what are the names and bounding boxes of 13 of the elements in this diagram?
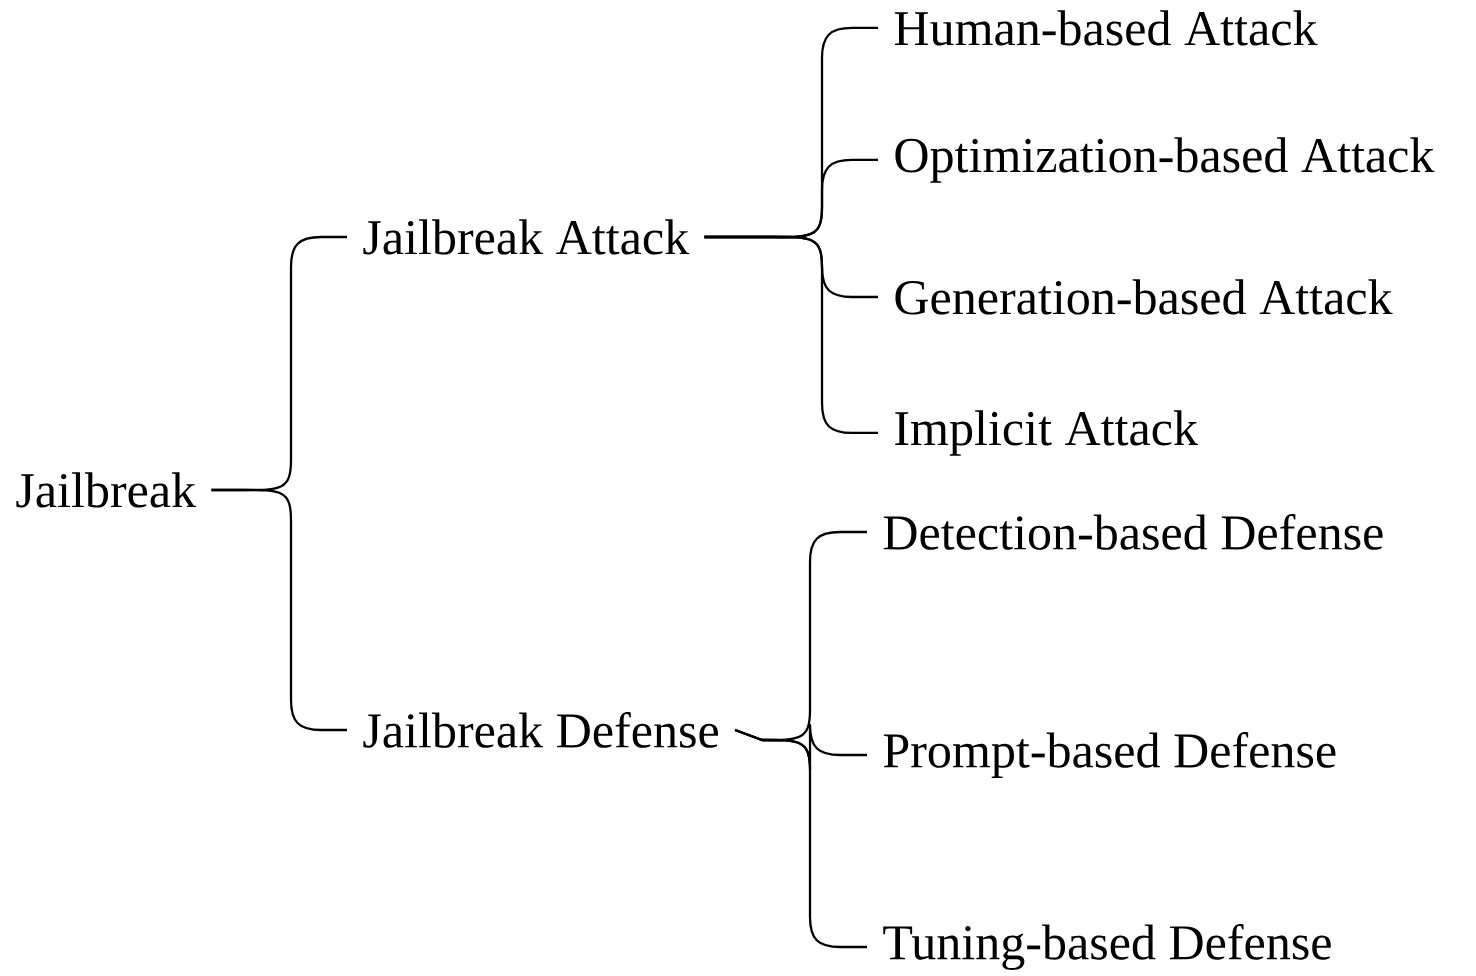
category-label: Tuning-based Defense: [883, 923, 1331, 970]
category-label: Optimization-based Attack: [895, 137, 1435, 183]
category-label: Human-based Attack: [894, 10, 1318, 46]
category-label: Detection-based Defense: [883, 514, 1383, 550]
category-label: Generation-based Attack: [895, 279, 1393, 315]
category-label: Implicit Attack: [895, 410, 1198, 456]
brace-line: [734, 728, 867, 949]
category-label: Jailbreak Defense: [363, 712, 718, 748]
category-label: Jailbreak: [16, 472, 197, 508]
category-label: Jailbreak Attack: [363, 219, 690, 255]
brace-line: [704, 235, 878, 435]
category-label: Prompt-based Defense: [883, 732, 1336, 778]
brace-line: [211, 488, 347, 732]
